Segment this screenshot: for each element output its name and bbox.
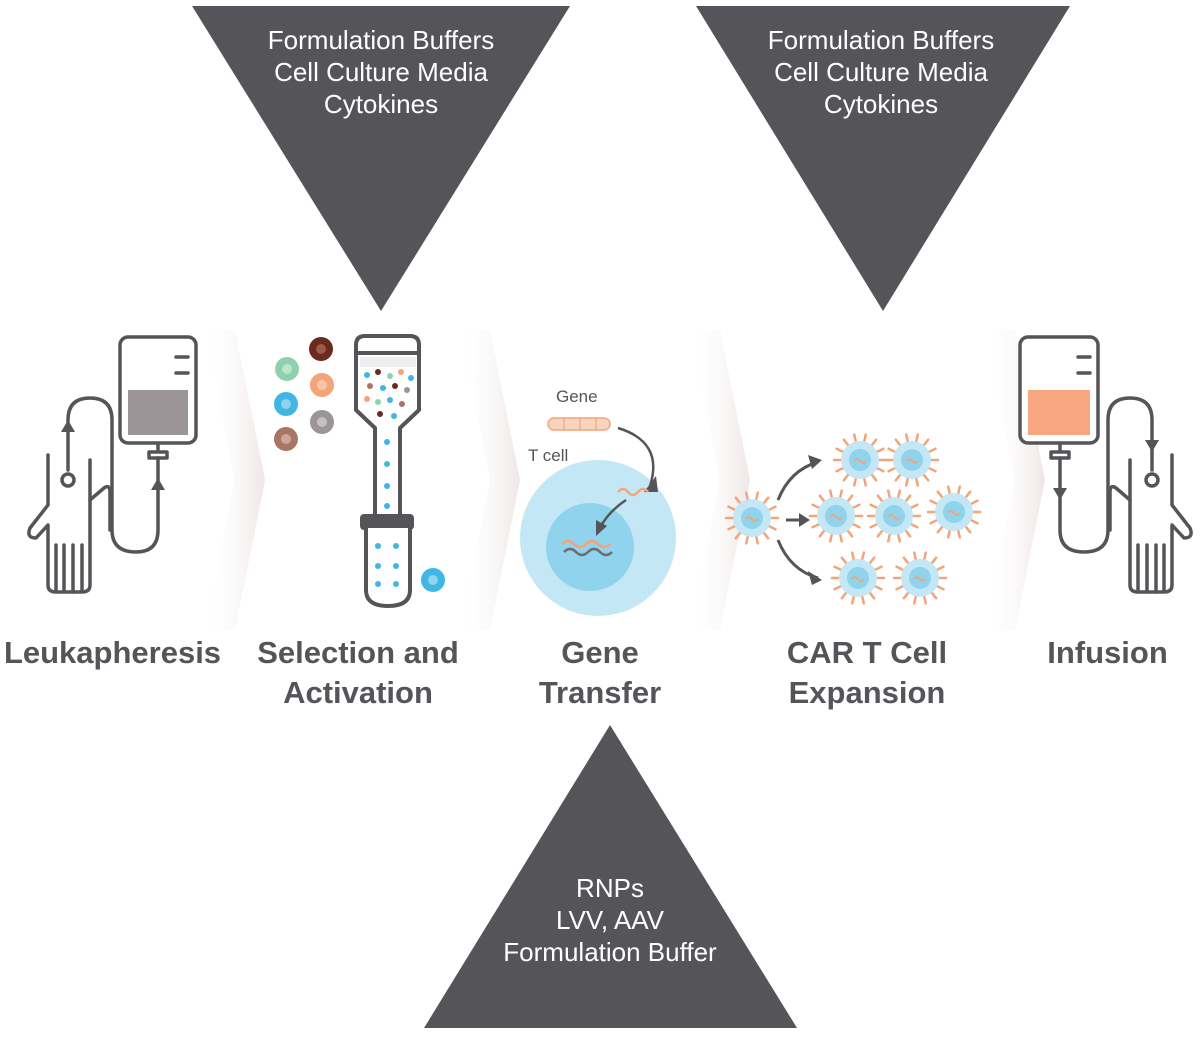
car-t-cell-icon: [808, 489, 864, 543]
t-cell-label: T cell: [528, 446, 569, 465]
car-t-cell-icon: [892, 551, 948, 605]
step-2-line-2: Activation: [283, 675, 433, 710]
bottom-line-3: Formulation Buffer: [503, 937, 717, 967]
car-t-cell-icon: [830, 551, 886, 605]
car-t-cell-icon: [926, 485, 982, 539]
leukapheresis-icon: [27, 335, 198, 594]
top-right-line-2: Cell Culture Media: [774, 57, 988, 87]
car-t-cell-icon: [832, 433, 888, 487]
top-right-triangle: [696, 6, 1070, 311]
car-t-expansion-icon: [724, 433, 982, 605]
gene-segment-icon: [547, 417, 611, 431]
chevron-3: [690, 330, 750, 630]
top-right-line-1: Formulation Buffers: [767, 25, 995, 55]
car-t-cell-icon: [884, 433, 940, 487]
process-chevrons: [205, 330, 1045, 630]
top-left-line-1: Formulation Buffers: [267, 25, 495, 55]
step-5-line-1: Infusion: [1047, 635, 1168, 670]
step-3-line-2: Transfer: [538, 675, 662, 710]
top-right-line-3: Cytokines: [823, 89, 939, 119]
infusion-icon: [1018, 335, 1193, 594]
gene-label: Gene: [556, 387, 598, 406]
car-t-cell-icon: [724, 491, 780, 545]
chevron-1: [205, 330, 265, 630]
selection-activation-icon: [274, 334, 445, 608]
bottom-triangle-text: RNPs LVV, AAV Formulation Buffer: [460, 872, 760, 968]
step-label-leukapheresis: Leukapheresis: [0, 633, 225, 673]
top-right-triangle-text: Formulation Buffers Cell Culture Media C…: [706, 24, 1056, 120]
gene-transfer-icon: [520, 417, 676, 616]
step-label-infusion: Infusion: [1020, 633, 1195, 673]
top-left-line-2: Cell Culture Media: [274, 57, 488, 87]
step-4-line-2: Expansion: [788, 675, 946, 710]
step-4-line-1: CAR T Cell: [786, 635, 948, 670]
chevron-2: [460, 330, 520, 630]
expansion-arrows: [776, 455, 822, 585]
nucleus-icon: [546, 503, 634, 591]
bottom-line-1: RNPs: [576, 873, 644, 903]
bottom-line-2: LVV, AAV: [556, 905, 664, 935]
step-2-line-1: Selection and: [257, 635, 459, 670]
top-left-line-3: Cytokines: [323, 89, 439, 119]
step-label-car-t-expansion: CAR T Cell Expansion: [752, 633, 982, 713]
top-left-triangle: [192, 6, 570, 311]
step-label-gene-transfer: Gene Transfer: [500, 633, 700, 713]
top-left-triangle-text: Formulation Buffers Cell Culture Media C…: [206, 24, 556, 120]
step-1-line-1: Leukapheresis: [3, 635, 222, 670]
step-label-selection-activation: Selection and Activation: [238, 633, 478, 713]
bottom-triangle: [424, 725, 797, 1028]
step-3-line-1: Gene: [561, 635, 639, 670]
car-t-cell-icon: [866, 489, 922, 543]
